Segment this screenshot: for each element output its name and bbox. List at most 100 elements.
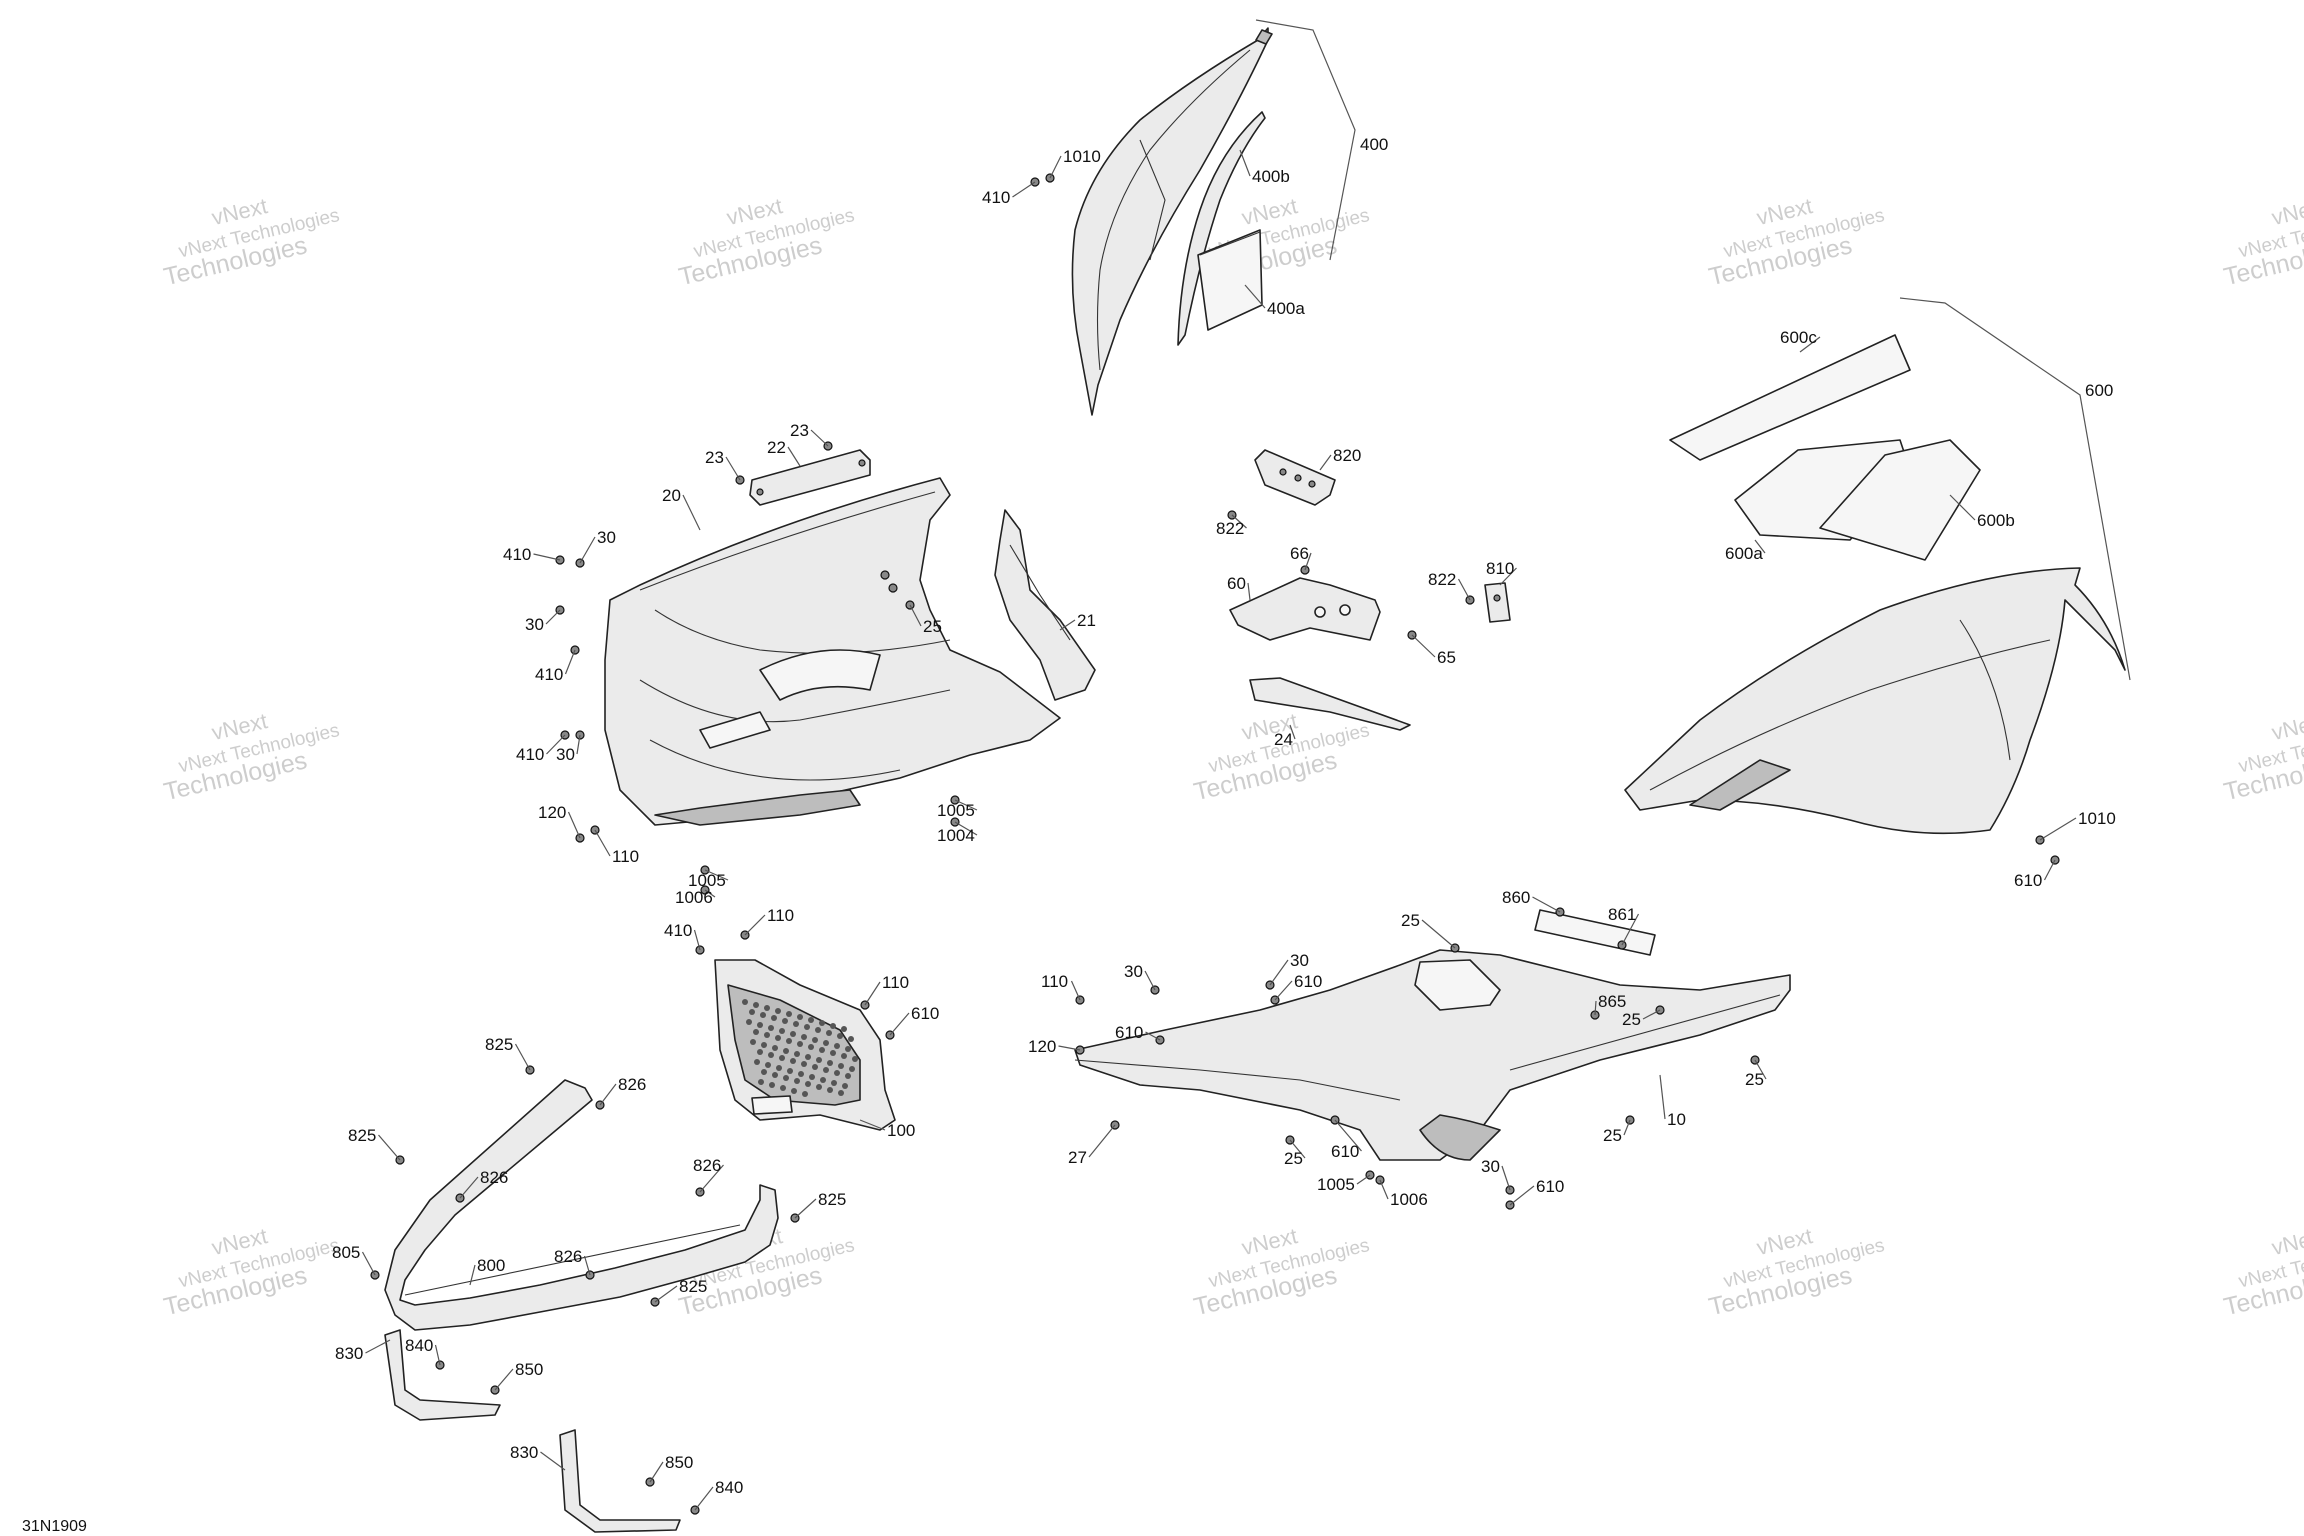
callout-label: 120 [1028, 1037, 1056, 1056]
grille-hole [753, 1002, 759, 1008]
leader-line [1269, 959, 1289, 986]
leader-line [649, 1461, 664, 1483]
leader-line [1499, 567, 1517, 586]
leader-line [1231, 514, 1247, 529]
grille-hole [798, 1071, 804, 1077]
callout-label: 400b [1252, 167, 1290, 186]
grille-hole [826, 1030, 832, 1036]
callout-label: 23 [790, 421, 809, 440]
grille-hole [794, 1051, 800, 1057]
grille-hole [809, 1074, 815, 1080]
callout-label: 27 [1068, 1148, 1087, 1167]
grille-hole [834, 1043, 840, 1049]
leader-line [864, 981, 881, 1006]
leader-line [434, 1344, 441, 1366]
callout-label: 25 [1622, 1010, 1641, 1029]
callout-label: 850 [515, 1360, 543, 1379]
callout-label: 805 [332, 1243, 360, 1262]
grille-hole [768, 1025, 774, 1031]
callout-label: 610 [2014, 871, 2042, 890]
leader-line [1411, 634, 1436, 658]
leader-line [704, 889, 716, 898]
callout-label: 110 [612, 847, 639, 866]
leader-line [1088, 1124, 1116, 1158]
grille-hole [768, 1052, 774, 1058]
leader-line [599, 1083, 617, 1106]
leader-line [540, 1451, 566, 1471]
leader-line [1623, 1119, 1631, 1136]
grille-hole [801, 1061, 807, 1067]
leader-line [699, 1164, 724, 1193]
fastener-icon [880, 570, 890, 580]
diagram-code: 31N1909 [22, 1518, 87, 1535]
leader-line [725, 456, 741, 481]
callout-label: 822 [1216, 519, 1244, 538]
grille-hole [786, 1038, 792, 1044]
grille-hole [754, 1059, 760, 1065]
leader-line [1457, 578, 1471, 601]
grille-hole [794, 1078, 800, 1084]
watermark-line1: vNext [2269, 1223, 2304, 1260]
callout-label: 600c [1780, 328, 1817, 347]
callout-label: 400a [1267, 299, 1305, 318]
leader-line [546, 734, 566, 755]
leader-line [1289, 1139, 1306, 1159]
callout-label: 410 [503, 545, 531, 564]
grille-mesh [742, 999, 858, 1097]
leader-line [365, 1339, 391, 1354]
grille-hole [830, 1050, 836, 1056]
part-22-plate [749, 449, 871, 506]
callout-labels: 4001010410400b400a600c600600b600a2322232… [332, 135, 2116, 1497]
callout-label: 25 [1745, 1070, 1764, 1089]
callout-label: 20 [662, 486, 681, 505]
grille-hole [831, 1080, 837, 1086]
callout-label: 410 [535, 665, 563, 684]
grille-hole [757, 1022, 763, 1028]
watermark-line1: vNext [2269, 708, 2304, 745]
grille-hole [808, 1044, 814, 1050]
fastener-icon [888, 583, 898, 593]
leader-line [1289, 724, 1296, 740]
callout-label: 1006 [675, 888, 713, 907]
callout-label: 30 [1124, 962, 1143, 981]
callout-label: 826 [693, 1156, 721, 1175]
callout-label: 60 [1227, 574, 1246, 593]
part-21-side-piece [994, 509, 1096, 701]
leader-line [1949, 494, 1976, 521]
callout-label: 830 [335, 1344, 363, 1363]
leader-line [704, 869, 729, 881]
callout-label: 600 [2085, 381, 2113, 400]
leader-line [1421, 919, 1456, 949]
leader-line [859, 1119, 886, 1131]
callout-label: 23 [705, 448, 724, 467]
leader-line [567, 811, 581, 839]
grille-hole [753, 1029, 759, 1035]
leader-line [1239, 149, 1251, 177]
grille-hole [820, 1077, 826, 1083]
grille-hole [804, 1024, 810, 1030]
callout-label: 120 [538, 803, 566, 822]
leader-line [1334, 1119, 1362, 1152]
leader-line [1501, 1165, 1511, 1191]
part-20-front-tub [604, 477, 1061, 826]
grille-hole [812, 1064, 818, 1070]
grille-hole [852, 1056, 858, 1062]
grille-hole [761, 1069, 767, 1075]
grille-hole [848, 1036, 854, 1042]
grille-hole [849, 1066, 855, 1072]
leader-line [1379, 1179, 1389, 1200]
grille-hole [790, 1058, 796, 1064]
leader-line [361, 1251, 376, 1276]
grille-hole [760, 1012, 766, 1018]
brackets-group [1229, 449, 1511, 731]
grille-hole [801, 1034, 807, 1040]
grille-hole [830, 1023, 836, 1029]
grille-hole [782, 1018, 788, 1024]
grille-hole [783, 1075, 789, 1081]
callout-label: 861 [1608, 905, 1636, 924]
leader-line [1799, 336, 1821, 353]
leader-line [1058, 1045, 1081, 1051]
callout-label: 110 [882, 973, 909, 992]
grille-hole [776, 1065, 782, 1071]
